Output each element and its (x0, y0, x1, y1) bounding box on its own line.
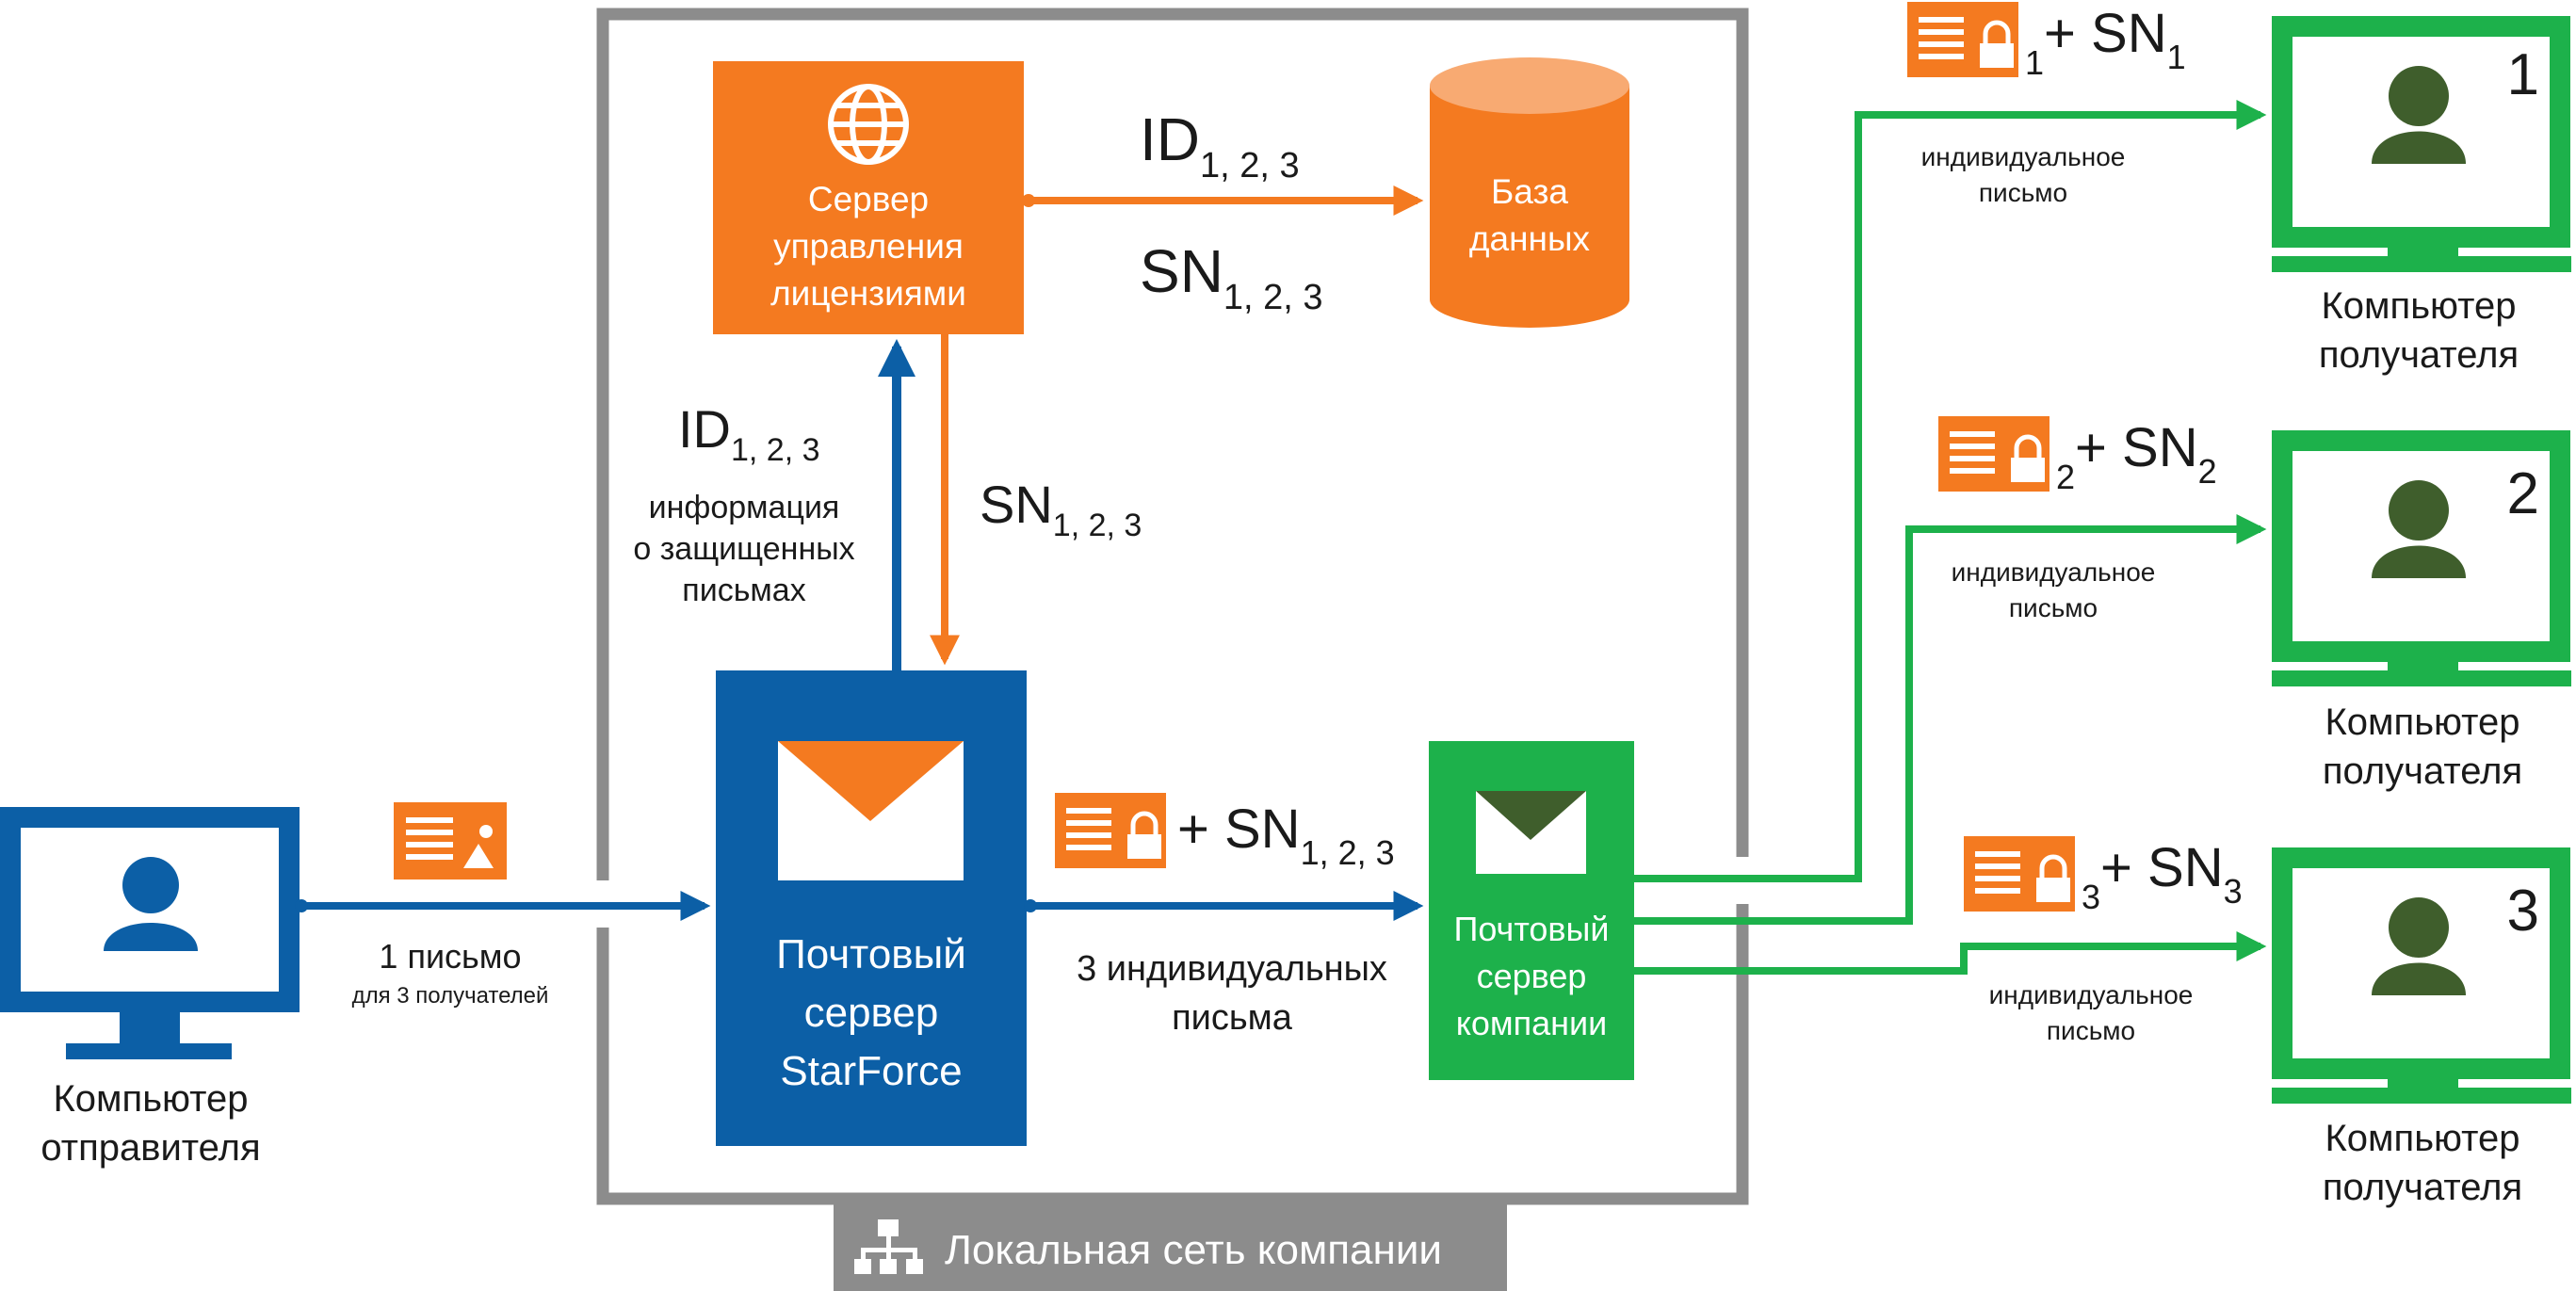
db-arrow-id-label: ID1, 2, 3 (1140, 105, 1300, 186)
recipient-3-note-line-2: письмо (2047, 1016, 2135, 1045)
recipient-1-label-line-1: Компьютер (2321, 285, 2516, 327)
down-arrow-sn-label: SN1, 2, 3 (980, 475, 1142, 543)
middle-message-sn: + SN1, 2, 3 (1177, 799, 1395, 872)
company-server-label-line-2: сервер (1477, 957, 1587, 995)
user-icon (104, 857, 198, 951)
sender-message-sub: для 3 получателей (352, 983, 549, 1009)
envelope-icon (1476, 791, 1586, 874)
lan-boundary (596, 8, 1749, 1205)
recipient-computer-1: 1 Компьютер получателя (2272, 16, 2571, 376)
license-server-label-line-2: управления (773, 227, 964, 266)
starforce-label-line-2: сервер (804, 990, 939, 1036)
license-server-label-line-3: лицензиями (770, 274, 966, 313)
recipient-computer-3: 3 Компьютер получателя (2272, 847, 2571, 1208)
sender-label-line-1: Компьютер (53, 1078, 248, 1120)
arrow-to-recipient-3 (1634, 931, 2267, 975)
recipient-3-sn: 3+ SN3 (2082, 837, 2243, 916)
document-lock-icon (1964, 836, 2075, 912)
envelope-icon (778, 741, 964, 880)
user-icon (2372, 480, 2466, 578)
lan-label-box: Локальная сеть компании (834, 1202, 1507, 1291)
user-icon (2372, 897, 2466, 995)
document-lock-icon (1055, 793, 1166, 868)
sender-label-line-2: отправителя (41, 1127, 260, 1169)
recipient-1-number: 1 (2507, 42, 2539, 107)
recipient-2-note-line-1: индивидуальное (1952, 557, 2156, 587)
lan-label: Локальная сеть компании (945, 1227, 1442, 1273)
company-server-label-line-3: компании (1456, 1004, 1608, 1042)
recipient-1-note-line-2: письмо (1979, 178, 2067, 207)
recipient-1-label-line-2: получателя (2319, 334, 2519, 376)
recipient-1-sn: 1+ SN1 (2025, 3, 2186, 82)
network-icon (854, 1219, 923, 1274)
document-image-icon (394, 802, 507, 879)
license-server: Сервер управления лицензиями (713, 61, 1024, 334)
starforce-label-line-1: Почтовый (776, 931, 966, 977)
arrow-start-dot (295, 899, 308, 912)
document-lock-icon (1938, 416, 2049, 492)
sender-computer: Компьютер отправителя (0, 807, 300, 1169)
arrow-start-dot (1022, 194, 1035, 207)
starforce-label-line-3: StarForce (780, 1048, 962, 1094)
company-mail-server: Почтовый сервер компании (1429, 741, 1634, 1080)
arrow-to-recipient-2 (1634, 514, 2267, 925)
globe-icon (828, 84, 909, 165)
middle-message-line-2: письма (1172, 998, 1293, 1038)
company-server-label-line-1: Почтовый (1453, 910, 1609, 948)
sender-message-main: 1 письмо (379, 937, 521, 976)
recipient-2-note-line-2: письмо (2009, 593, 2098, 622)
up-arrow-info-line-3: письмах (682, 573, 805, 608)
up-arrow-info-line-1: информация (649, 490, 840, 525)
recipient-3-label-line-2: получателя (2323, 1167, 2522, 1208)
recipient-computer-2: 2 Компьютер получателя (2272, 430, 2571, 792)
database-label-line-2: данных (1469, 219, 1591, 258)
recipient-3-label-line-1: Компьютер (2325, 1118, 2519, 1159)
recipient-3-note-line-1: индивидуальное (1989, 980, 2194, 1009)
starforce-mail-server: Почтовый сервер StarForce (716, 670, 1027, 1146)
database-cylinder: База данных (1430, 57, 1629, 328)
recipient-2-number: 2 (2507, 461, 2539, 526)
arrow-start-dot (1024, 899, 1037, 912)
up-arrow-id-label: ID1, 2, 3 (678, 399, 820, 468)
database-label-line-1: База (1491, 172, 1568, 211)
db-arrow-sn-label: SN1, 2, 3 (1140, 237, 1323, 317)
recipient-2-label-line-2: получателя (2323, 750, 2522, 792)
user-icon (2372, 66, 2466, 164)
recipient-3-number: 3 (2507, 879, 2539, 944)
recipient-2-sn: 2+ SN2 (2056, 417, 2217, 496)
up-arrow-info-line-2: о защищенных (633, 531, 854, 567)
arrow-to-recipient-1 (1634, 100, 2267, 882)
license-server-label-line-1: Сервер (808, 180, 929, 218)
recipient-2-label-line-1: Компьютер (2325, 702, 2519, 743)
middle-message-line-1: 3 индивидуальных (1077, 949, 1387, 989)
document-lock-icon (1907, 2, 2018, 77)
recipient-1-note-line-1: индивидуальное (1921, 142, 2126, 171)
